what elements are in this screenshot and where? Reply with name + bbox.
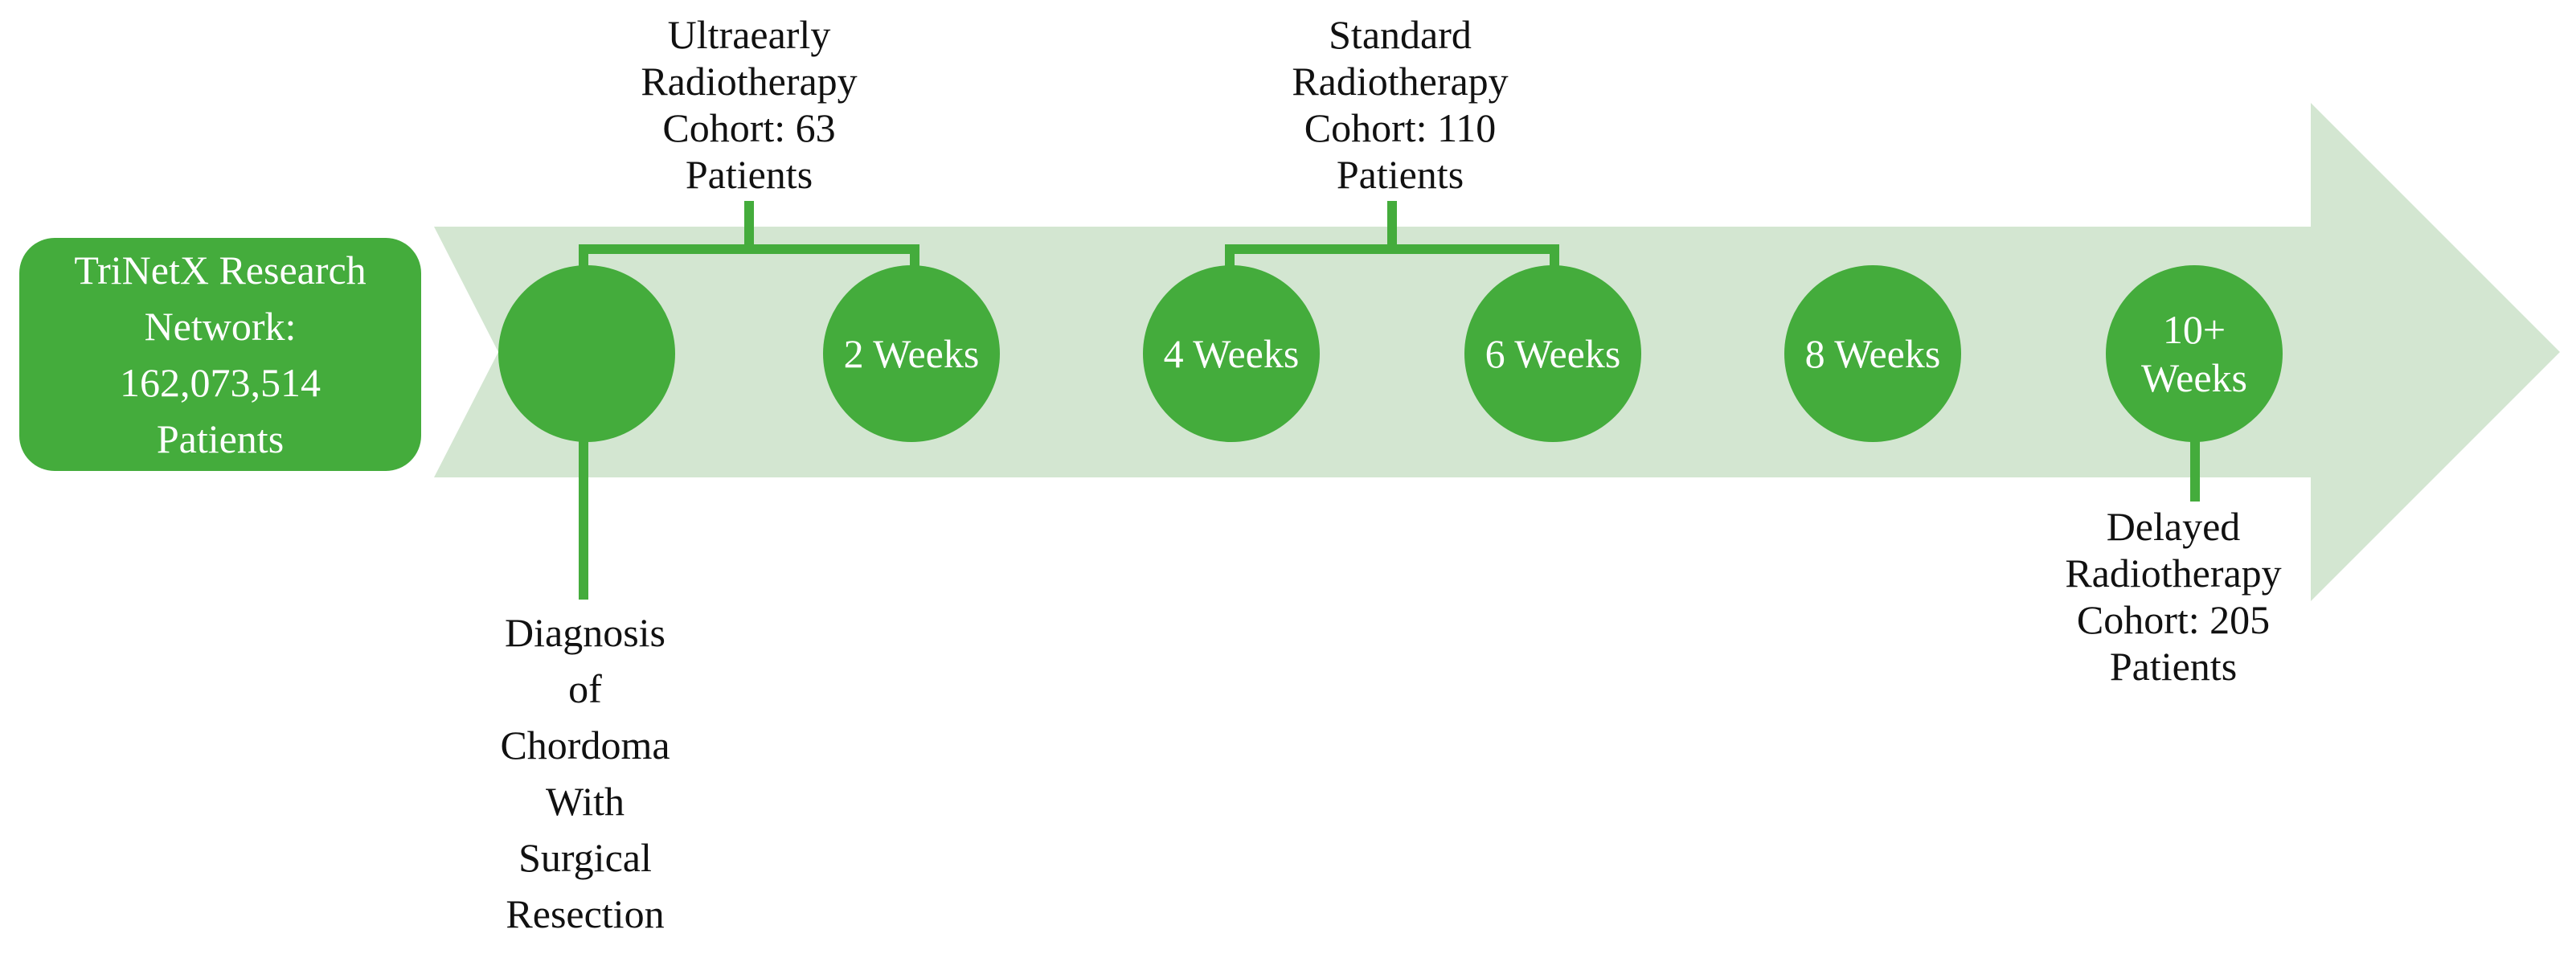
diagnosis-label: Diagnosis of Chordoma With Surgical Rese… (500, 610, 670, 936)
timeline-node-8-weeks: 8 Weeks (1784, 265, 1961, 442)
standard-cohort-label: Standard Radiotherapy Cohort: 110 Patien… (1292, 12, 1509, 197)
node-label-10-plus-weeks: 10+ Weeks (2140, 307, 2248, 400)
node-label-4-weeks: 4 Weeks (1163, 331, 1300, 376)
timeline-node-4-weeks: 4 Weeks (1143, 265, 1320, 442)
timeline-node-6-weeks: 6 Weeks (1464, 265, 1641, 442)
ultraearly-bracket (579, 201, 919, 268)
timeline-node-2-weeks: 2 Weeks (823, 265, 1000, 442)
delayed-cohort-label: Delayed Radiotherapy Cohort: 205 Patient… (2065, 504, 2282, 689)
timeline-node-10-plus-weeks: 10+ Weeks (2106, 265, 2283, 442)
node-label-6-weeks: 6 Weeks (1485, 331, 1621, 376)
ultraearly-cohort-label: Ultraearly Radiotherapy Cohort: 63 Patie… (641, 12, 858, 197)
node-label-2-weeks: 2 Weeks (843, 331, 980, 376)
node-label-8-weeks: 8 Weeks (1804, 331, 1941, 376)
standard-bracket (1225, 201, 1559, 268)
source-network-label: TriNetX Research Network: 162,073,514 Pa… (74, 248, 367, 461)
source-network-box: TriNetX Research Network: 162,073,514 Pa… (19, 238, 421, 471)
timeline-node-diagnosis (498, 265, 675, 442)
